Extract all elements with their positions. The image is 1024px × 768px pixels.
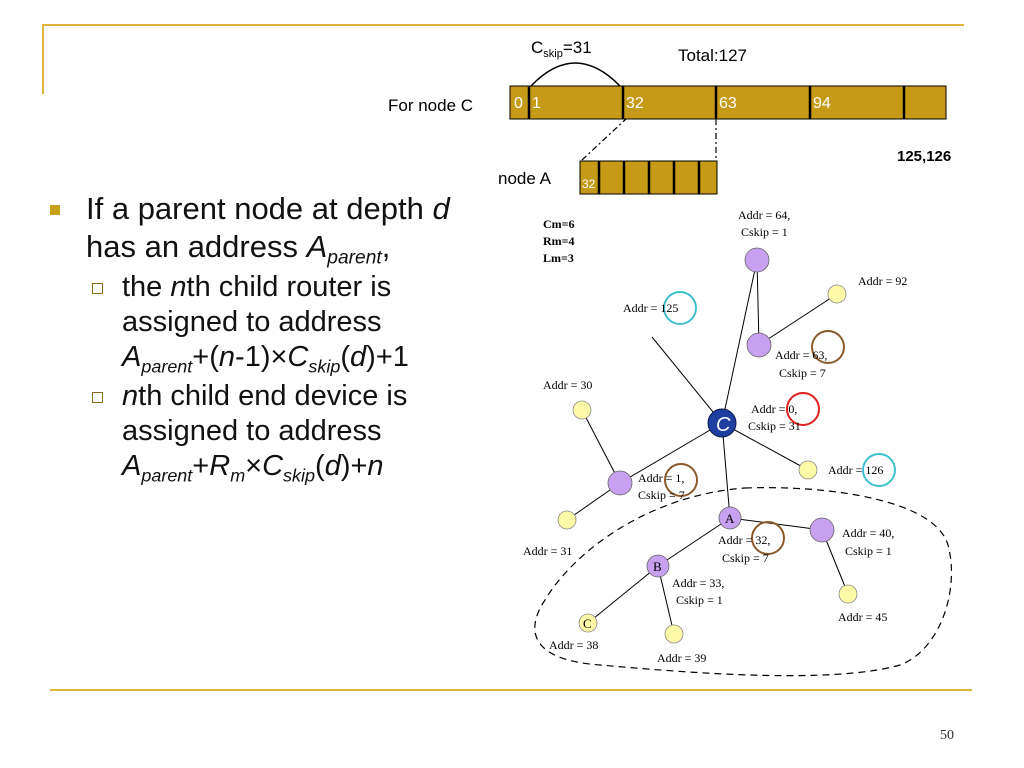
bottom-rule	[50, 689, 972, 691]
subtree-outline	[534, 487, 952, 677]
addr-label: Cskip = 7	[779, 366, 826, 380]
addr-label: Addr = 92	[858, 274, 907, 288]
highlight-ring	[664, 463, 698, 497]
range-label: 125,126	[897, 148, 951, 165]
end-device-node	[798, 460, 818, 480]
router-node	[809, 517, 835, 543]
total-label: Total:127	[678, 46, 747, 65]
bar-tick-label: 1	[532, 95, 541, 112]
addr-label: Addr = 40,	[842, 526, 894, 540]
top-rule	[42, 24, 964, 26]
param-cm: Cm=6	[543, 217, 575, 231]
node-a-label: node A	[498, 169, 552, 188]
bullet-list: If a parent node at depth d has an addre…	[50, 190, 470, 484]
cskip-arc	[530, 62, 621, 87]
addr-label: Cskip = 1	[741, 225, 788, 239]
bar-tick-label: 0	[514, 95, 523, 112]
addr-label: Cskip = 1	[845, 544, 892, 558]
router-node-b	[646, 554, 670, 578]
node-a-letter: A	[725, 511, 735, 526]
hollow-square-bullet-icon	[92, 392, 103, 403]
bar-tick-label: 94	[813, 95, 831, 112]
bar-tick-label: 32	[626, 95, 644, 112]
addr-label: Cskip = 7	[638, 488, 685, 502]
addr-label: Cskip = 1	[676, 593, 723, 607]
bar-tick-label: 63	[719, 95, 737, 112]
cskip-label: Cskip=31	[531, 38, 592, 60]
end-device-node	[572, 400, 592, 420]
addr-label: Addr = 38	[549, 638, 598, 652]
hollow-square-bullet-icon	[92, 283, 103, 294]
addr-label: Addr = 39	[657, 651, 706, 665]
end-device-node	[827, 284, 847, 304]
end-device-node	[664, 624, 684, 644]
addr-label: Addr = 0,	[751, 402, 797, 416]
end-device-node	[838, 584, 858, 604]
addr-label: Cskip = 7	[722, 551, 769, 565]
addr-label: Addr = 63,	[775, 348, 827, 362]
slide-number: 50	[940, 728, 954, 743]
param-rm: Rm=4	[543, 234, 575, 248]
addr-label: Addr = 64,	[738, 208, 790, 222]
addr-label: Addr = 1,	[638, 471, 684, 485]
highlight-ring	[786, 392, 820, 426]
bullet-main: If a parent node at depth d has an addre…	[50, 190, 470, 268]
node-c-letter: C	[583, 616, 592, 631]
zoom-guide-left	[581, 118, 627, 161]
coordinator-label: C	[716, 414, 731, 436]
addr-label: Addr = 126	[828, 463, 883, 477]
highlight-ring	[862, 453, 896, 487]
coordinator-node	[707, 408, 737, 438]
bullet-end-device: nth child end device is assigned to addr…	[50, 379, 470, 484]
node-b-letter: B	[653, 559, 662, 574]
highlight-ring	[751, 521, 785, 555]
addr-label: Addr = 125	[623, 301, 678, 315]
left-rule	[42, 24, 44, 94]
addr-label: Addr = 45	[838, 610, 887, 624]
router-node	[746, 332, 772, 358]
square-bullet-icon	[50, 205, 60, 215]
router-node-a	[718, 506, 742, 530]
end-device-node-c	[578, 613, 598, 633]
param-lm: Lm=3	[543, 251, 574, 265]
highlight-ring	[663, 291, 697, 325]
router-node	[607, 470, 633, 496]
address-block-c	[509, 85, 947, 120]
addr-label: Addr = 33,	[672, 576, 724, 590]
bullet-router: the nth child router is assigned to addr…	[50, 270, 470, 375]
addr-label: Addr = 30	[543, 378, 592, 392]
highlight-ring	[811, 330, 845, 364]
addr-label: Addr = 32,	[718, 533, 770, 547]
router-node	[744, 247, 770, 273]
for-node-c-label: For node C	[388, 96, 473, 115]
end-device-node	[557, 510, 577, 530]
addr-label: Cskip = 31	[748, 419, 801, 433]
addr-label: Addr = 31	[523, 544, 572, 558]
bar-tick-label: 32	[582, 177, 596, 191]
